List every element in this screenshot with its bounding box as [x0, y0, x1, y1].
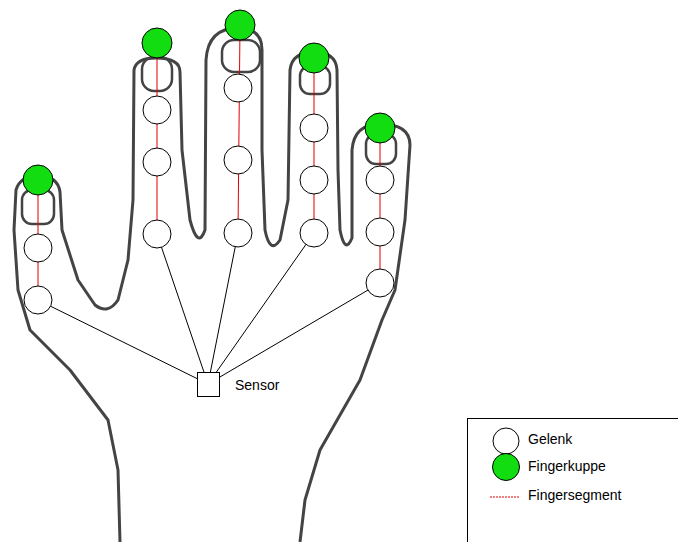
finger-nails [22, 40, 396, 224]
sensor-label: Sensor [235, 377, 279, 393]
legend-text: Fingerkuppe [528, 458, 606, 474]
finger-segments [38, 25, 380, 300]
joints [24, 74, 394, 314]
fingertips [23, 10, 395, 195]
legend-samples [468, 419, 678, 542]
sensor-box: Sensor [197, 372, 220, 397]
sensor-wires [38, 233, 380, 384]
legend-text: Fingersegment [528, 487, 621, 503]
legend-box: GelenkFingerkuppeFingersegment [467, 418, 678, 542]
legend-text: Gelenk [528, 431, 572, 447]
hand-outline [14, 28, 410, 542]
legend-swatch [492, 453, 520, 481]
